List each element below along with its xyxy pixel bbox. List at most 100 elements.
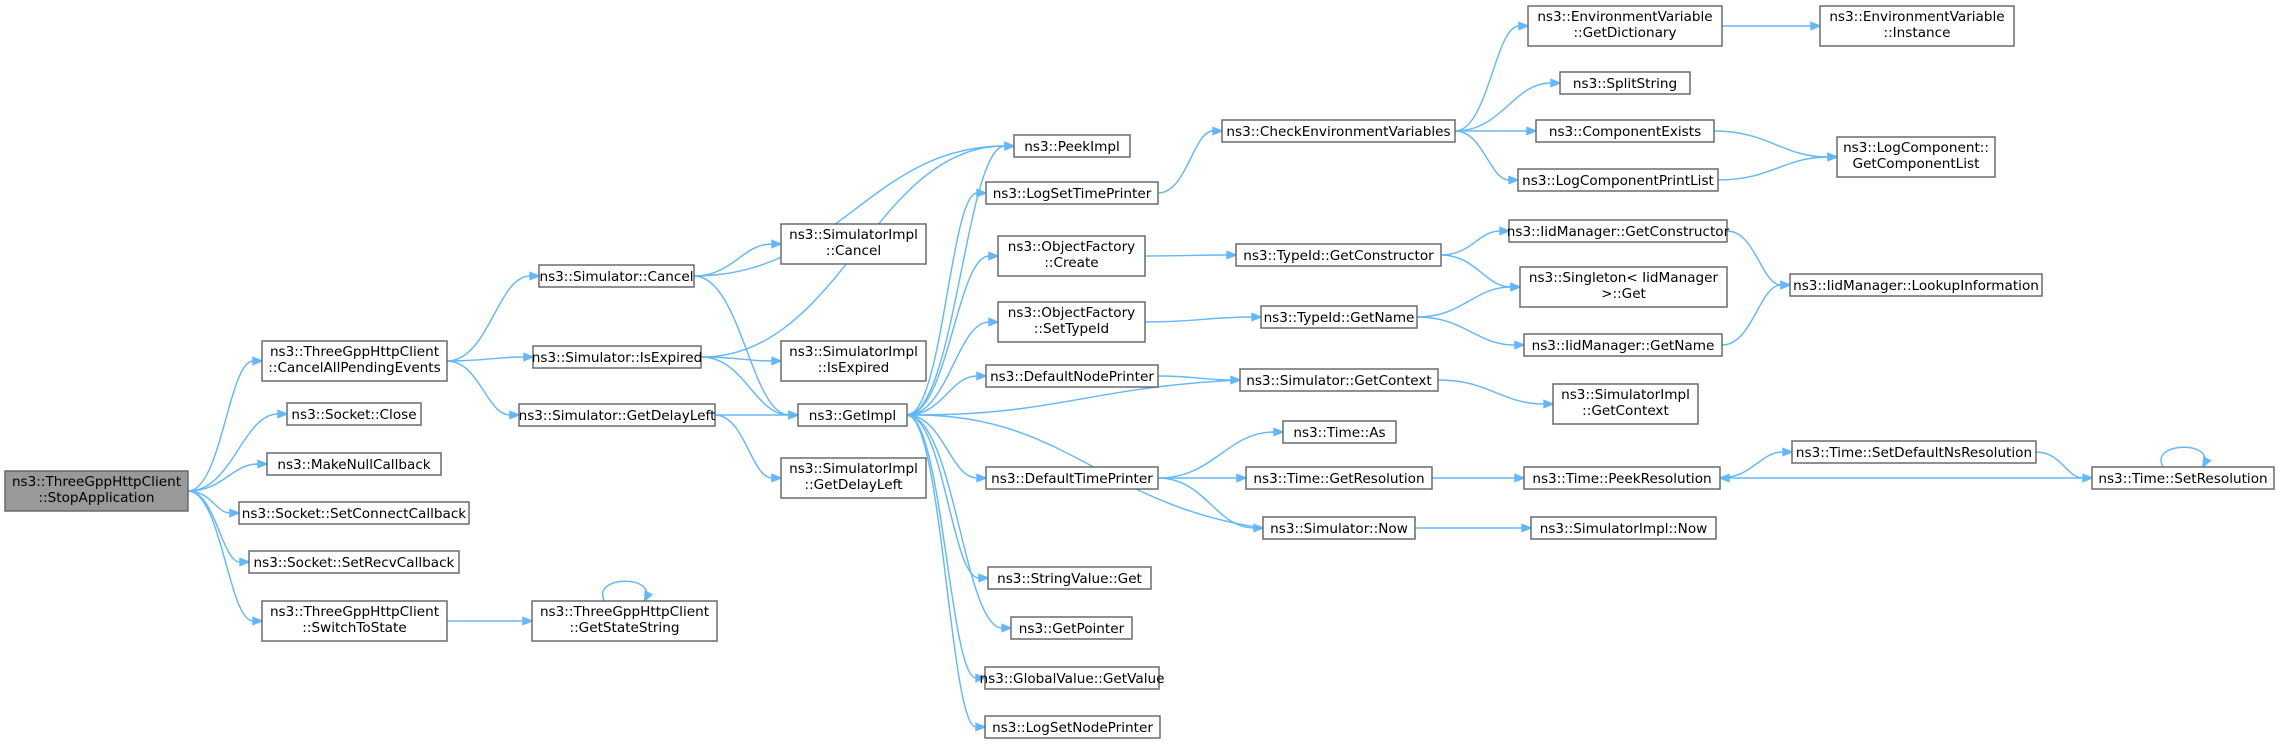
node-label: ns3::Simulator::Now — [1270, 521, 1408, 537]
node-getptr[interactable]: ns3::GetPointer — [1010, 616, 1133, 640]
edge-line — [693, 275, 790, 416]
node-box — [797, 403, 908, 427]
node-strget[interactable]: ns3::StringValue::Get — [987, 566, 1152, 590]
node-deftime[interactable]: ns3::DefaultTimePrinter — [985, 466, 1159, 490]
node-simexpired[interactable]: ns3::Simulator::IsExpired — [532, 345, 702, 369]
node-iidlookup[interactable]: ns3::IidManager::LookupInformation — [1789, 273, 2043, 297]
node-defnode[interactable]: ns3::DefaultNodePrinter — [985, 364, 1159, 388]
node-getimpl[interactable]: ns3::GetImpl — [797, 403, 908, 427]
edge-stop-to-switchstate — [187, 490, 264, 626]
node-simnow[interactable]: ns3::Simulator::Now — [1262, 516, 1416, 540]
node-simcancel[interactable]: ns3::Simulator::Cancel — [538, 264, 695, 288]
edge-line — [1440, 230, 1501, 256]
edge-simctx-to-implctx — [1437, 379, 1555, 409]
node-ofcreate[interactable]: ns3::ObjectFactory::Create — [997, 235, 1146, 277]
node-tidname[interactable]: ns3::TypeId::GetName — [1260, 305, 1418, 329]
edge-line — [1416, 316, 1516, 346]
node-peekres[interactable]: ns3::Time::PeekResolution — [1523, 466, 1721, 490]
node-getstatestr[interactable]: ns3::ThreeGppHttpClient::GetStateString — [531, 600, 718, 642]
node-simdelay[interactable]: ns3::Simulator::GetDelayLeft — [518, 403, 716, 427]
node-ofsettype[interactable]: ns3::ObjectFactory::SetTypeId — [997, 301, 1146, 343]
node-logsettime[interactable]: ns3::LogSetTimePrinter — [985, 181, 1159, 205]
node-setrecv[interactable]: ns3::Socket::SetRecvCallback — [248, 550, 460, 574]
edge-setres-to-setres — [2160, 446, 2212, 469]
node-envinst[interactable]: ns3::EnvironmentVariable::Instance — [1819, 5, 2015, 47]
edge-cancelall-to-simexpired — [446, 352, 535, 362]
node-getctor[interactable]: ns3::TypeId::GetConstructor — [1235, 243, 1442, 267]
node-label: ::SetTypeId — [1034, 321, 1109, 337]
node-splitstr[interactable]: ns3::SplitString — [1559, 71, 1691, 95]
edge-arrowhead — [229, 508, 241, 518]
edge-arrowhead — [1004, 141, 1016, 151]
edge-getimpl-to-logsetnode — [906, 414, 987, 732]
edge-cancelall-to-simdelay — [446, 360, 521, 420]
node-stop[interactable]: ns3::ThreeGppHttpClient::StopApplication — [4, 470, 189, 512]
node-label: GetComponentList — [1853, 156, 1980, 172]
edge-arrowhead — [1780, 280, 1792, 290]
node-label: ns3::Time::SetDefaultNsResolution — [1796, 445, 2032, 461]
node-timeas[interactable]: ns3::Time::As — [1282, 420, 1397, 444]
edge-logcompprint-to-logcomplist — [1717, 152, 1839, 181]
node-impldelay[interactable]: ns3::SimulatorImpl::GetDelayLeft — [780, 457, 927, 499]
edge-line — [446, 275, 531, 362]
node-label: ns3::SimulatorImpl — [789, 227, 918, 243]
node-box — [1530, 516, 1717, 540]
node-box — [4, 470, 189, 512]
node-iidgetctor[interactable]: ns3::IidManager::GetConstructor — [1507, 219, 1730, 243]
edge-line — [915, 414, 1264, 529]
node-compexists[interactable]: ns3::ComponentExists — [1535, 119, 1715, 143]
node-timegetres[interactable]: ns3::Time::GetResolution — [1245, 466, 1433, 490]
edge-setdefres-to-setres — [2035, 451, 2094, 483]
edge-arrowhead — [1212, 126, 1224, 136]
edge-checkenv-to-logcompprint — [1454, 130, 1520, 185]
node-box — [1282, 420, 1397, 444]
node-label: ns3::ObjectFactory — [1008, 305, 1135, 321]
node-sockclose[interactable]: ns3::Socket::Close — [286, 402, 422, 426]
node-envdict[interactable]: ns3::EnvironmentVariable::GetDictionary — [1527, 5, 1723, 47]
node-iidgetname[interactable]: ns3::IidManager::GetName — [1523, 333, 1723, 357]
node-makenull[interactable]: ns3::MakeNullCallback — [266, 452, 442, 476]
edge-simdelay-to-impldelay — [714, 414, 783, 483]
edge-line — [1157, 375, 1232, 381]
node-setconn[interactable]: ns3::Socket::SetConnectCallback — [238, 501, 470, 525]
node-setres[interactable]: ns3::Time::SetResolution — [2091, 466, 2275, 490]
node-peekimpl[interactable]: ns3::PeekImpl — [1013, 134, 1131, 158]
edge-cancelall-to-simcancel — [446, 271, 541, 362]
node-setdefres[interactable]: ns3::Time::SetDefaultNsResolution — [1791, 440, 2037, 464]
node-label: ns3::IidManager::GetConstructor — [1507, 224, 1730, 240]
node-switchstate[interactable]: ns3::ThreeGppHttpClient::SwitchToState — [261, 600, 448, 642]
edge-switchstate-to-getstatestr — [447, 616, 534, 626]
node-box — [1523, 333, 1723, 357]
edge-arrowhead — [1827, 152, 1839, 162]
node-logcomplist[interactable]: ns3::LogComponent::GetComponentList — [1836, 136, 1996, 178]
edge-arrowhead — [523, 352, 535, 362]
node-checkenv[interactable]: ns3::CheckEnvironmentVariables — [1221, 119, 1456, 143]
node-implcancel[interactable]: ns3::SimulatorImpl::Cancel — [780, 223, 927, 265]
edge-arrowhead — [1251, 312, 1263, 322]
edge-arrowhead — [252, 616, 264, 626]
edge-checkenv-to-envdict — [1454, 21, 1530, 132]
edge-timegetres-to-peekres — [1432, 473, 1526, 483]
node-label: ns3::LogSetNodePrinter — [992, 720, 1153, 736]
node-implctx[interactable]: ns3::SimulatorImpl::GetContext — [1552, 383, 1699, 425]
edge-line — [1454, 82, 1552, 132]
node-box — [1221, 119, 1456, 143]
node-box — [1791, 440, 2037, 464]
node-label: ns3::SimulatorImpl — [1561, 387, 1690, 403]
node-singleton[interactable]: ns3::Singleton< IidManager>::Get — [1519, 266, 1728, 308]
node-implexpired[interactable]: ns3::SimulatorImpl::IsExpired — [780, 340, 927, 382]
node-box — [1552, 383, 1699, 425]
edge-tidname-to-iidgetname — [1416, 316, 1526, 350]
node-gvget[interactable]: ns3::GlobalValue::GetValue — [980, 666, 1165, 690]
edge-envdict-to-envinst — [1722, 21, 1822, 31]
node-label: >::Get — [1601, 286, 1646, 302]
node-implnow[interactable]: ns3::SimulatorImpl::Now — [1530, 516, 1717, 540]
node-simctx[interactable]: ns3::Simulator::GetContext — [1239, 368, 1439, 392]
edge-simnow-to-getimpl — [905, 410, 1264, 529]
node-cancelall[interactable]: ns3::ThreeGppHttpClient::CancelAllPendin… — [261, 340, 448, 382]
edge-line — [714, 414, 773, 479]
edge-line — [446, 356, 525, 362]
node-logsetnode[interactable]: ns3::LogSetNodePrinter — [984, 715, 1161, 739]
edge-stop-to-setconn — [187, 490, 241, 518]
node-logcompprint[interactable]: ns3::LogComponentPrintList — [1517, 168, 1719, 192]
